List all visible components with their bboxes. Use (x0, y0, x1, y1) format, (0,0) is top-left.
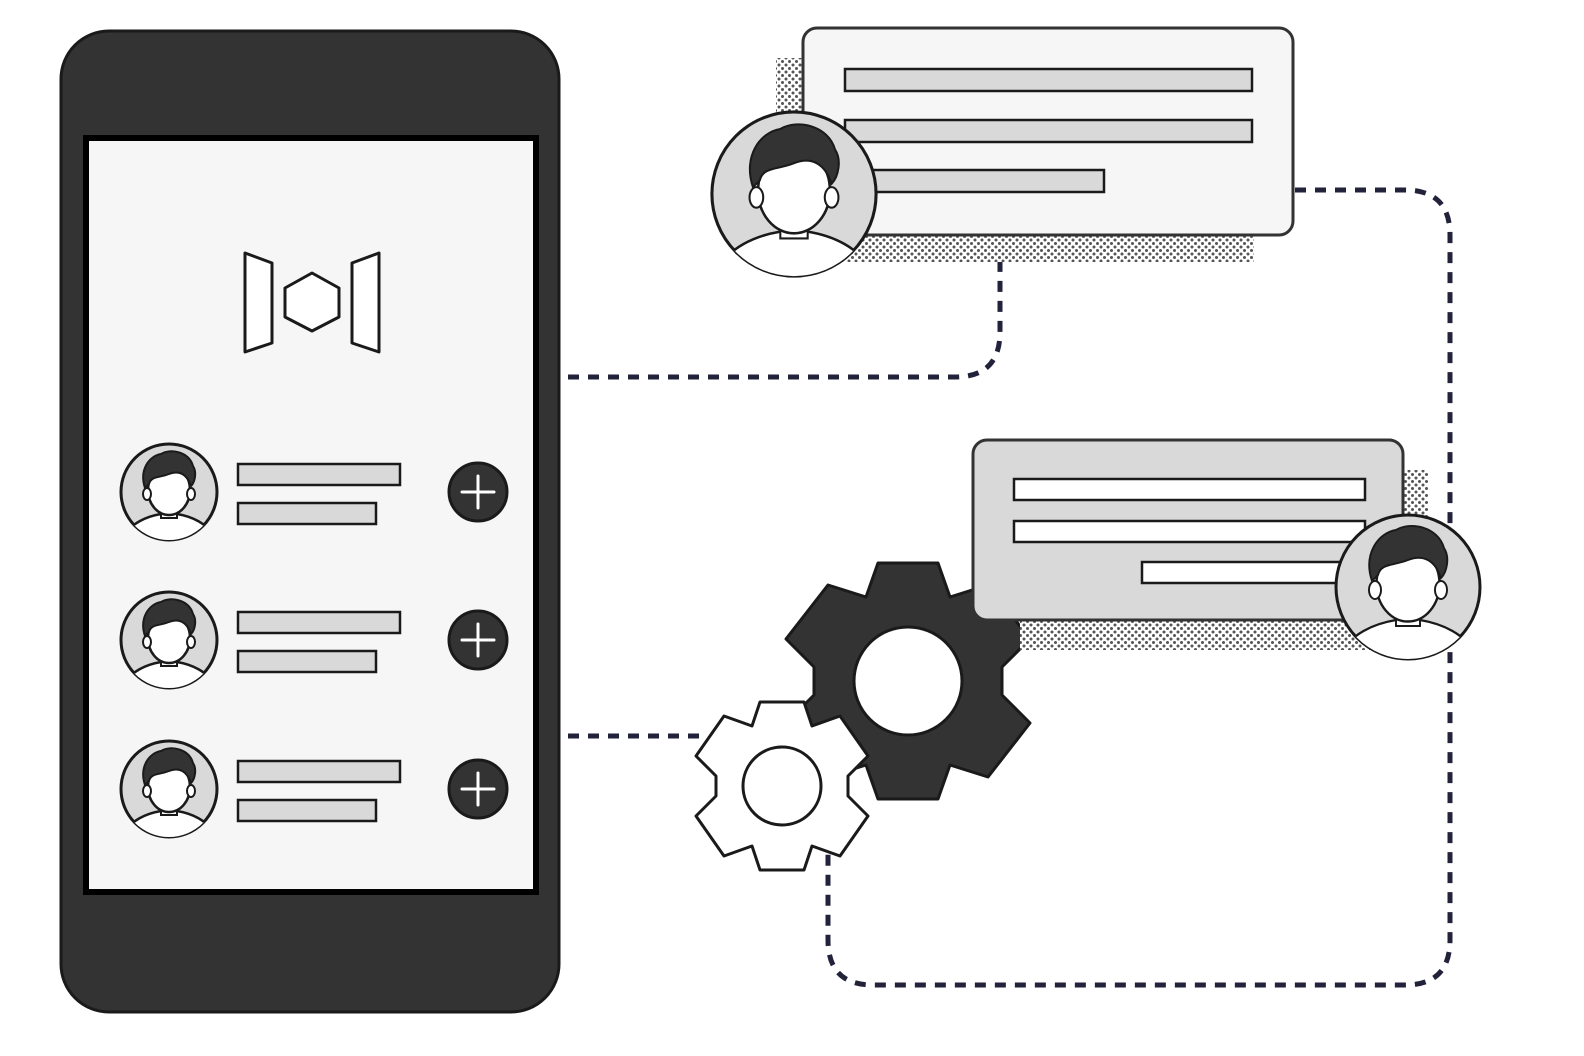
user-avatar-icon (710, 110, 878, 278)
list-item-title-placeholder (236, 759, 402, 784)
gear-icon (694, 700, 870, 872)
card-text-line (843, 168, 1106, 194)
hexagon-brackets-logo-icon (243, 251, 381, 354)
message-card-bottom (971, 438, 1482, 661)
card-text-line (1140, 560, 1367, 585)
user-avatar-icon (1334, 513, 1482, 661)
list-item-subtitle-placeholder (236, 649, 378, 674)
add-button[interactable] (447, 461, 509, 523)
user-avatar-icon (119, 590, 219, 690)
plus-icon (460, 474, 496, 510)
add-button[interactable] (447, 609, 509, 671)
add-button[interactable] (447, 758, 509, 820)
card-text-line (843, 67, 1254, 93)
list-item[interactable] (119, 442, 509, 542)
list-item[interactable] (119, 739, 509, 839)
card-text-line (1012, 477, 1367, 502)
message-card-top (710, 26, 1295, 278)
plus-icon (460, 771, 496, 807)
user-avatar-icon (119, 442, 219, 542)
connector-phone-to-card-top (568, 240, 1003, 380)
user-avatar-icon (119, 739, 219, 839)
list-item[interactable] (119, 590, 509, 690)
card-text-line (843, 118, 1254, 144)
list-item-title-placeholder (236, 462, 402, 487)
connectors (568, 187, 1453, 988)
connector-card-top-to-right (825, 187, 1453, 988)
phone-device (59, 29, 561, 1014)
list-item-title-placeholder (236, 610, 402, 635)
card-text-line (1012, 519, 1367, 544)
plus-icon (460, 622, 496, 658)
list-item-subtitle-placeholder (236, 501, 378, 526)
list-item-subtitle-placeholder (236, 798, 378, 823)
